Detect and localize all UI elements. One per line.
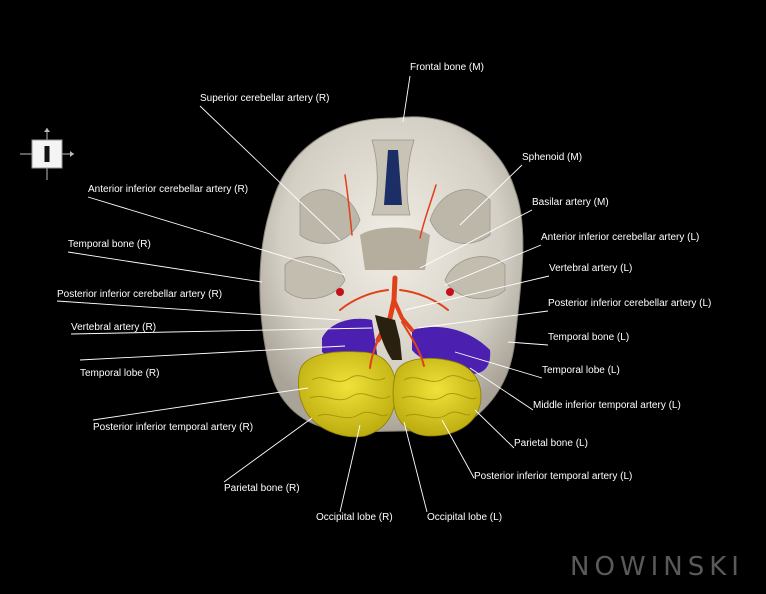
label-parietal-bone-r: Parietal bone (R) (224, 483, 300, 494)
label-superior-cerebellar-artery-r: Superior cerebellar artery (R) (200, 93, 330, 104)
label-vertebral-artery-r: Vertebral artery (R) (71, 322, 157, 333)
leader-post-inf-temporal-l (441, 419, 475, 479)
label-posterior-inferior-temporal-artery-r: Posterior inferior temporal artery (R) (93, 422, 254, 433)
leader-pica-r (56, 300, 341, 321)
label-temporal-lobe-l: Temporal lobe (L) (542, 365, 620, 376)
orientation-cross-icon (20, 128, 74, 180)
leader-occipital-lobe-l (403, 421, 428, 513)
leader-basilar-m (419, 209, 533, 269)
leader-temporal-lobe-l (454, 351, 543, 379)
label-posterior-inferior-temporal-artery-l: Posterior inferior temporal artery (L) (474, 471, 633, 482)
label-occipital-lobe-r: Occipital lobe (R) (316, 512, 393, 523)
temporal-lobe-right-shape (322, 318, 378, 363)
label-temporal-bone-l: Temporal bone (L) (548, 332, 630, 343)
leader-vertebral-r (70, 327, 373, 335)
leader-superior-cerebellar-r (199, 105, 341, 241)
label-posterior-inferior-cerebellar-artery-r: Posterior inferior cerebellar artery (R) (57, 289, 223, 300)
leader-post-inf-temporal-r (92, 387, 309, 421)
label-sphenoid-m: Sphenoid (M) (522, 152, 583, 163)
leader-occipital-lobe-r (339, 424, 361, 513)
label-posterior-inferior-cerebellar-artery-l: Posterior inferior cerebellar artery (L) (548, 298, 712, 309)
leader-pica-l (417, 310, 549, 329)
label-middle-inferior-temporal-artery-l: Middle inferior temporal artery (L) (533, 400, 681, 411)
label-anterior-inferior-cerebellar-artery-r: Anterior inferior cerebellar artery (R) (88, 184, 249, 195)
label-vertebral-artery-l: Vertebral artery (L) (549, 263, 633, 274)
label-temporal-lobe-r: Temporal lobe (R) (80, 368, 160, 379)
leader-temporal-lobe-r (79, 345, 346, 361)
label-basilar-artery-m: Basilar artery (M) (532, 197, 609, 208)
leader-aica-r (87, 196, 346, 276)
leader-aica-l (444, 244, 542, 286)
occipital-lobe-right-shape (298, 351, 397, 438)
nowinski-logo: NOWINSKI (570, 552, 744, 582)
leader-vertebral-l (404, 275, 550, 311)
label-parietal-bone-l: Parietal bone (L) (514, 438, 588, 449)
leader-temporal-bone-l (507, 341, 549, 346)
leader-frontal-bone-m (402, 75, 411, 123)
leader-parietal-bone-r (223, 417, 313, 483)
leader-middle-inf-temporal-l (469, 367, 534, 411)
leader-parietal-bone-l (474, 409, 515, 449)
leader-temporal-bone-r (67, 251, 263, 283)
leader-sphenoid-m (459, 164, 523, 226)
label-occipital-lobe-l: Occipital lobe (L) (427, 512, 503, 523)
label-temporal-bone-r: Temporal bone (R) (68, 239, 151, 250)
label-frontal-bone-m: Frontal bone (M) (410, 62, 484, 73)
label-anterior-inferior-cerebellar-artery-l: Anterior inferior cerebellar artery (L) (541, 232, 700, 243)
